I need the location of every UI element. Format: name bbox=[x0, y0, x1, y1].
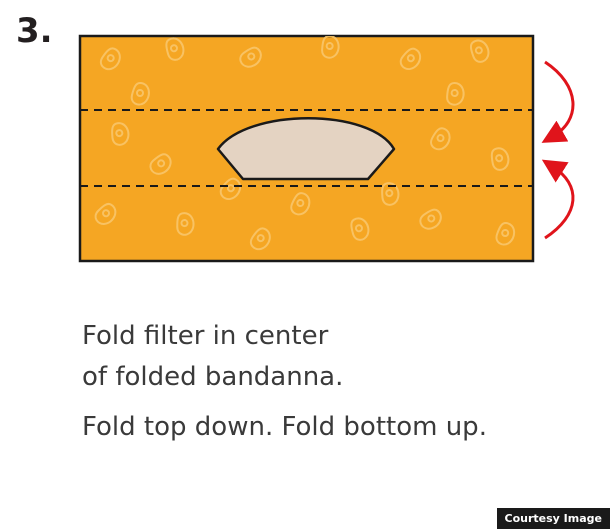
image-credit: Courtesy Image bbox=[496, 508, 610, 529]
curved-up-arrow-icon bbox=[541, 159, 575, 240]
paisley-pattern bbox=[94, 36, 516, 251]
instructions: Fold filter in center of folded bandanna… bbox=[82, 320, 487, 444]
instruction-line: Fold filter in center bbox=[82, 321, 329, 351]
instruction-line: of folded bandanna. bbox=[82, 361, 344, 392]
step-number: 3. bbox=[16, 11, 53, 51]
instruction-line: Fold top down. Fold bottom up. bbox=[82, 412, 487, 442]
curved-down-arrow-icon bbox=[541, 60, 575, 143]
fold-diagram bbox=[78, 34, 575, 263]
filter bbox=[216, 117, 396, 181]
